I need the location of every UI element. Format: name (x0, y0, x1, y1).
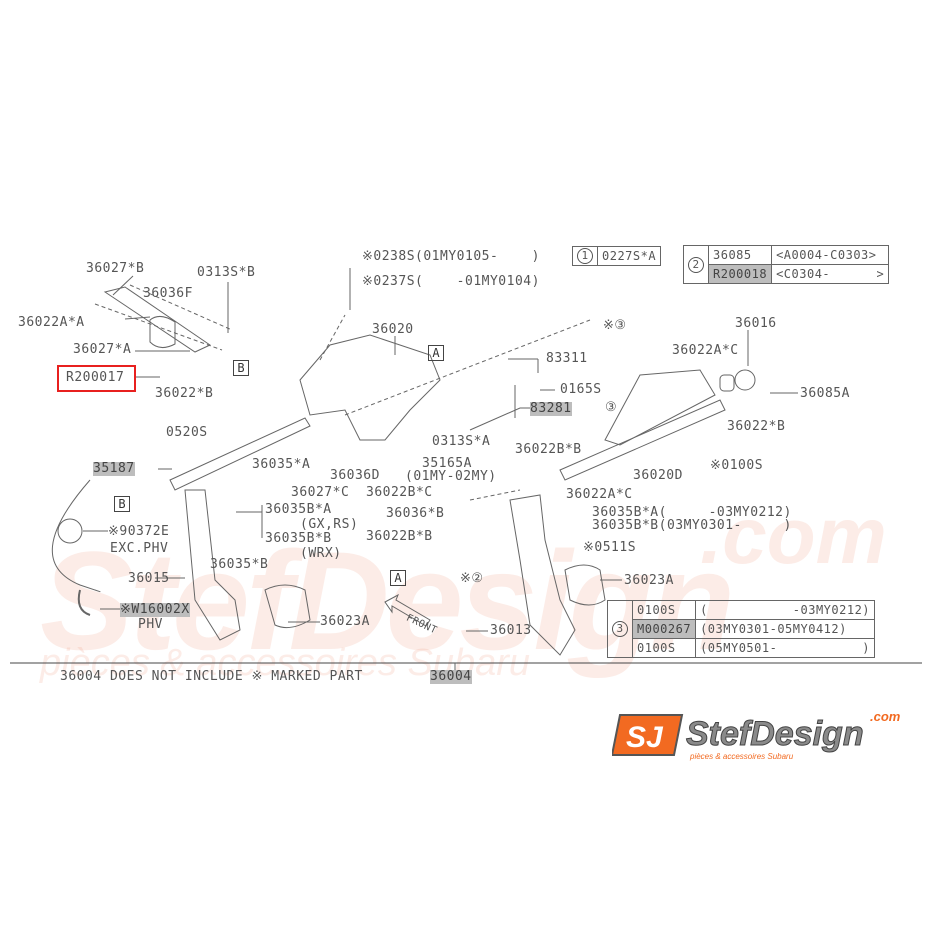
label-gxrs: (GX,RS) (300, 517, 359, 532)
svg-text:StefDesign: StefDesign (686, 715, 864, 753)
label-ref2: ※② (460, 571, 484, 586)
label-0520S: 0520S (166, 425, 208, 440)
ref2-range: <A0004-C0303> (771, 245, 890, 265)
label-36035BA-range: 36035B*A( -03MY0212) (592, 505, 792, 520)
label-36022B: 36022*B (155, 386, 214, 401)
ref3-part: M000267 (631, 619, 697, 639)
svg-text:SJ: SJ (626, 721, 664, 754)
clutch-pedal (184, 489, 241, 641)
label-36016: 36016 (735, 316, 777, 331)
label-36035B: 36035*B (210, 557, 269, 572)
label-36022AA: 36022A*A (18, 315, 85, 330)
pedal-bracket (299, 334, 441, 441)
front-arrow (384, 593, 431, 627)
label-excphv: EXC.PHV (110, 541, 169, 556)
ref-table-3: 3 0100S( -03MY0212) M000267(03MY0301-05M… (607, 600, 876, 658)
ref1-part: 0227S*A (596, 246, 662, 266)
svg-text:.com: .com (870, 709, 901, 724)
label-35187: 35187 (93, 461, 135, 476)
ref3-range: ( -03MY0212) (695, 600, 876, 620)
ref-circle-2: 2 (688, 256, 704, 273)
label-36015: 36015 (128, 571, 170, 586)
label-0313SA: 0313S*A (432, 434, 491, 449)
label-phv: PHV (138, 617, 163, 632)
label-wrx: (WRX) (300, 546, 342, 561)
label-36027B: 36027*B (86, 261, 145, 276)
label-36027C: 36027*C (291, 485, 350, 500)
label-0100S: ※0100S (710, 458, 764, 473)
pedal-pad-right (564, 564, 606, 606)
right-bracket (604, 369, 716, 446)
label-36036F: 36036F (143, 286, 193, 301)
ref-box-a: A (428, 345, 444, 361)
ref3-part: 0100S (631, 600, 697, 620)
label-36022AC: 36022A*C (566, 487, 633, 502)
label-0238S: ※0238S(01MY0105- ) (362, 249, 540, 264)
label-36022B: 36022*B (727, 419, 786, 434)
brake-pedal (509, 494, 576, 656)
ref3-part: 0100S (631, 638, 697, 658)
label-36035BB-range: 36035B*B(03MY0301- ) (592, 518, 792, 533)
svg-text:pièces & accessoires Subaru: pièces & accessoires Subaru (689, 752, 794, 761)
footer-part-number: 36004 (430, 669, 472, 684)
label-35165A: 35165A (422, 456, 472, 471)
ref2-part: 36085 (707, 245, 773, 265)
label-36035A: 36035*A (252, 457, 311, 472)
label-36022BB: 36022B*B (366, 529, 433, 544)
label-0165S: 0165S (560, 382, 602, 397)
label-36085A: 36085A (800, 386, 850, 401)
label-36020D: 36020D (633, 468, 683, 483)
label-R200017[interactable]: R200017 (66, 370, 125, 385)
ref-box-b: B (233, 360, 249, 376)
label-36036D: 36036D (330, 468, 380, 483)
label-36036B: 36036*B (386, 506, 445, 521)
ref-circle-3: 3 (612, 621, 628, 637)
label-ref3: ※③ (603, 318, 627, 333)
pedal-pad-left (264, 584, 311, 629)
highlight-box (57, 365, 136, 392)
label-83281: 83281 (530, 401, 572, 416)
label-36020: 36020 (372, 322, 414, 337)
ref-box-a: A (390, 570, 406, 586)
label-36023A: 36023A (320, 614, 370, 629)
master-cylinder (103, 286, 212, 353)
label-ref3: ③ (605, 400, 618, 415)
footer-note: 36004 DOES NOT INCLUDE ※ MARKED PART (60, 669, 363, 684)
watermark-domain: .com (700, 491, 887, 580)
label-36013: 36013 (490, 623, 532, 638)
label-90372E: ※90372E (108, 524, 170, 539)
ref3-range: (05MY0501- ) (695, 638, 876, 658)
label-36027A: 36027*A (73, 342, 132, 357)
label-36022BB: 36022B*B (515, 442, 582, 457)
label-36023A: 36023A (624, 573, 674, 588)
stefdesign-logo: SJ StefDesign .com pièces & accessoires … (612, 709, 901, 761)
clutch-cable (51, 479, 101, 593)
label-36022BC: 36022B*C (366, 485, 433, 500)
pedal-shaft (169, 417, 311, 491)
ref-table-2: 2 36085<A0004-C0303> R200018<C0304- > (683, 245, 890, 284)
ref2-range: <C0304- > (771, 264, 890, 284)
label-35165A-note: (01MY-02MY) (405, 469, 497, 484)
ref-box-b: B (114, 496, 130, 512)
ref3-range: (03MY0301-05MY0412) (695, 619, 876, 639)
label-36022AC: 36022A*C (672, 343, 739, 358)
label-0313SB: 0313S*B (197, 265, 256, 280)
label-0237S: ※0237S( -01MY0104) (362, 274, 540, 289)
ref2-part: R200018 (707, 264, 773, 284)
label-W16002X: ※W16002X (120, 602, 190, 617)
label-36035BB: 36035B*B (265, 531, 332, 546)
label-0511S: ※0511S (583, 540, 637, 555)
label-83311: 83311 (546, 351, 588, 366)
ref-circle-1: 1 (577, 248, 593, 264)
label-36035BA: 36035B*A (265, 502, 332, 517)
